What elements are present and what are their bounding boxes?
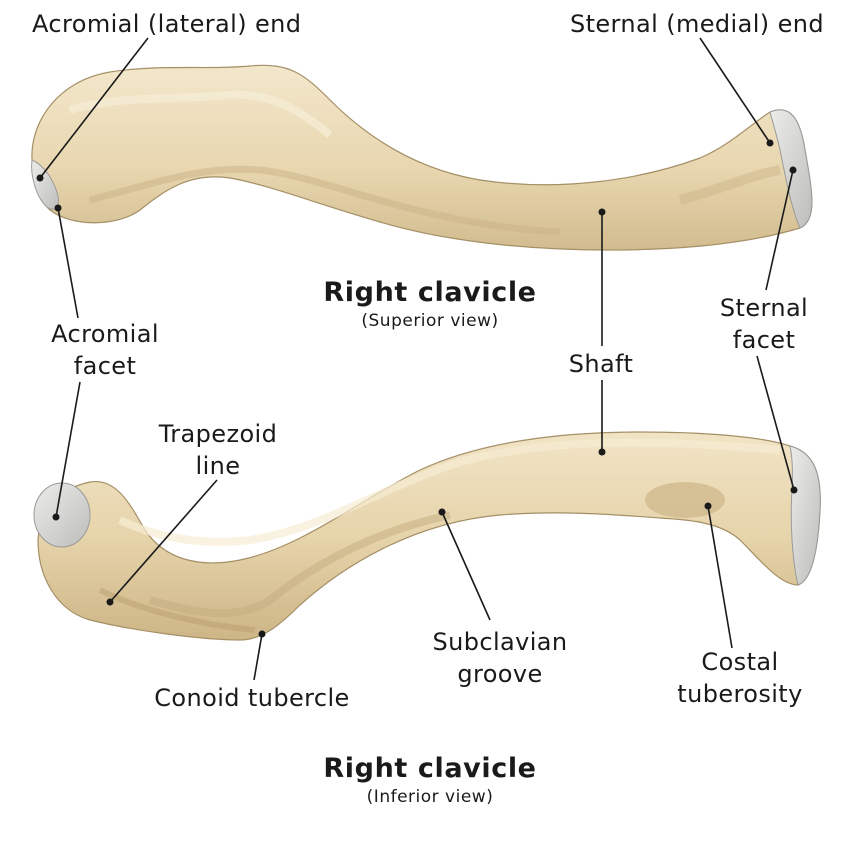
caption-superior: Right clavicle (Superior view): [280, 276, 580, 332]
superior-clavicle: [31, 64, 813, 251]
label-costal-tuberosity: Costal tuberosity: [677, 648, 803, 708]
label-conoid-tubercle: Conoid tubercle: [154, 684, 350, 712]
inferior-clavicle: [33, 431, 821, 641]
label-subclavian-groove: Subclavian groove: [432, 628, 568, 688]
inferior-sternal-facet: [789, 445, 821, 586]
caption-inferior: Right clavicle (Inferior view): [280, 752, 580, 808]
caption-superior-title: Right clavicle: [323, 277, 537, 308]
leader-lines: [36, 37, 798, 681]
caption-inferior-subtitle: (Inferior view): [366, 787, 494, 807]
label-acromial-facet: Acromial facet: [51, 320, 159, 380]
label-shaft: Shaft: [568, 350, 634, 378]
inferior-acromial-facet: [33, 482, 91, 548]
costal-tuberosity-mark: [645, 482, 725, 518]
label-trapezoid-line: Trapezoid line: [158, 420, 278, 480]
label-sternal-end: Sternal (medial) end: [569, 10, 824, 38]
superior-clavicle-body: [31, 64, 813, 251]
label-sternal-facet: Sternal facet: [719, 294, 809, 354]
label-acromial-end: Acromial (lateral) end: [32, 10, 302, 38]
caption-superior-subtitle: (Superior view): [361, 311, 499, 331]
caption-inferior-title: Right clavicle: [323, 753, 537, 784]
